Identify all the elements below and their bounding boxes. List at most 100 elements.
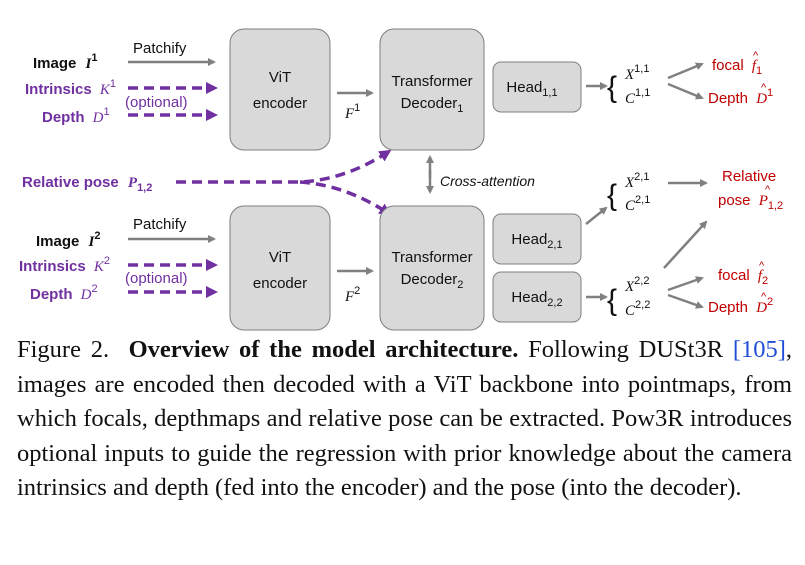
focal-arrow-top <box>667 62 704 80</box>
encoder-label-bottom: encoder <box>253 275 307 292</box>
focal-word: focal <box>712 57 744 74</box>
depth-sup: 1 <box>104 106 110 118</box>
x-symbol: X <box>624 67 635 83</box>
depth-out-word: Depth <box>708 90 748 107</box>
image-label-top: Image I1 <box>33 52 98 72</box>
vit-label-bottom: ViT <box>269 249 291 266</box>
citation-link[interactable]: [105] <box>732 336 786 363</box>
transformer-decoder-box-bottom <box>379 205 485 331</box>
head-box-22 <box>492 271 582 323</box>
x-symbol: X <box>624 279 635 295</box>
pose-arrow-to-decoder-top <box>176 149 392 184</box>
intrinsics-word: Intrinsics <box>19 258 86 275</box>
intrinsics-sup: 1 <box>110 78 116 90</box>
c-symbol: C <box>625 303 636 319</box>
optional-label-top: (optional) <box>125 94 188 111</box>
depth-output-bottom: Depth D2 <box>708 296 773 316</box>
decoder-word: Decoder <box>401 95 458 112</box>
image-symbol: I <box>85 56 93 72</box>
focal-arrow-bottom <box>667 276 704 292</box>
transformer-label-top: Transformer <box>391 73 472 90</box>
depth-out-sup: 1 <box>767 87 773 99</box>
depth-out-symbol: D <box>755 91 767 107</box>
x-sup: 2,2 <box>634 275 649 287</box>
head-sub: 1,1 <box>542 87 557 99</box>
x-sup: 1,1 <box>634 63 649 75</box>
depth-hat-bottom: ^ <box>761 291 767 303</box>
head-label-22: Head2,2 <box>511 289 562 309</box>
intrinsics-sup: 2 <box>104 255 110 267</box>
figure-number: Figure 2. <box>17 336 110 363</box>
image-sup: 2 <box>94 230 100 242</box>
vit-encoder-box-bottom <box>229 205 331 331</box>
patchify-label-bottom: Patchify <box>133 216 187 233</box>
pose-hat: ^ <box>765 184 771 196</box>
c-sup: 2,2 <box>635 299 650 311</box>
head-box-11 <box>492 61 582 113</box>
brace-bottom: { <box>607 284 617 317</box>
c-sup: 1,1 <box>635 87 650 99</box>
feature-sup: 1 <box>354 102 360 114</box>
depth-symbol: D <box>92 110 104 126</box>
confidence-c21: C2,1 <box>625 194 650 214</box>
vit-label-top: ViT <box>269 69 291 86</box>
intrinsics-word: Intrinsics <box>25 81 92 98</box>
head-sub: 2,2 <box>547 297 562 309</box>
pointmap-x11: X1,1 <box>624 63 649 83</box>
caption-text-1: Following DUSt3R <box>528 336 724 363</box>
c-symbol: C <box>625 198 636 214</box>
relative-pose-word: Relative pose <box>22 174 119 191</box>
intrinsics-label-bottom: Intrinsics K2 <box>19 255 110 275</box>
depth-word: Depth <box>30 286 73 303</box>
image-word: Image <box>36 233 79 250</box>
pointmap-x21: X2,1 <box>624 171 649 191</box>
focal-output-bottom: focal f2 <box>718 267 768 287</box>
head-label-11: Head1,1 <box>506 79 557 99</box>
feature-symbol: F <box>344 106 355 122</box>
focal-sub: 2 <box>762 275 768 287</box>
feature-sup: 2 <box>354 285 360 297</box>
head-box-21 <box>492 213 582 265</box>
encoder-label-top: encoder <box>253 95 307 112</box>
head-arrow-21 <box>585 206 608 225</box>
decoder-label-bottom: Decoder2 <box>401 271 464 291</box>
relative-pose-label: Relative pose P1,2 <box>22 174 152 194</box>
feature-label-bottom: F2 <box>344 285 360 305</box>
head-word: Head <box>506 79 542 96</box>
relative-label: Relative <box>722 168 776 185</box>
depth-hat-top: ^ <box>761 82 767 94</box>
depth-output-top: Depth D1 <box>708 87 773 107</box>
depth-out-word: Depth <box>708 299 748 316</box>
image-label-bottom: Image I2 <box>36 230 101 250</box>
image-sup: 1 <box>91 52 97 64</box>
relpose-arrow-from-x22 <box>663 220 708 269</box>
head-word: Head <box>511 289 547 306</box>
depth-symbol: D <box>80 287 92 303</box>
relative-pose-output: pose P1,2 <box>718 192 783 212</box>
depth-out-arrow-top <box>667 82 704 100</box>
c-sup: 2,1 <box>635 194 650 206</box>
vit-encoder-box-top <box>229 28 331 151</box>
decoder-sub: 1 <box>457 103 463 115</box>
caption-text-2: , images are encoded then decoded with a… <box>17 336 793 501</box>
depth-out-arrow-bottom <box>667 293 704 309</box>
feature-symbol: F <box>344 289 355 305</box>
architecture-diagram: Patchify Image I1 Intrinsics K1 (optiona… <box>19 28 783 331</box>
decoder-label-top: Decoder1 <box>401 95 464 115</box>
image-symbol: I <box>88 234 96 250</box>
focal-hat-top: ^ <box>753 50 759 62</box>
c-symbol: C <box>625 91 636 107</box>
feature-label-top: F1 <box>344 102 360 122</box>
decoder-word: Decoder <box>401 271 458 288</box>
depth-word: Depth <box>42 109 85 126</box>
depth-label-top: Depth D1 <box>42 106 110 126</box>
pose-arrow-to-decoder-bottom <box>299 180 392 216</box>
pose-symbol: P <box>128 175 138 191</box>
focal-word: focal <box>718 267 750 284</box>
cross-attention-label: Cross-attention <box>440 173 535 189</box>
depth-label-bottom: Depth D2 <box>30 283 98 303</box>
figure-caption: Figure 2. Overview of the model architec… <box>17 333 792 506</box>
focal-symbol: f <box>758 268 764 284</box>
image-word: Image <box>33 55 76 72</box>
